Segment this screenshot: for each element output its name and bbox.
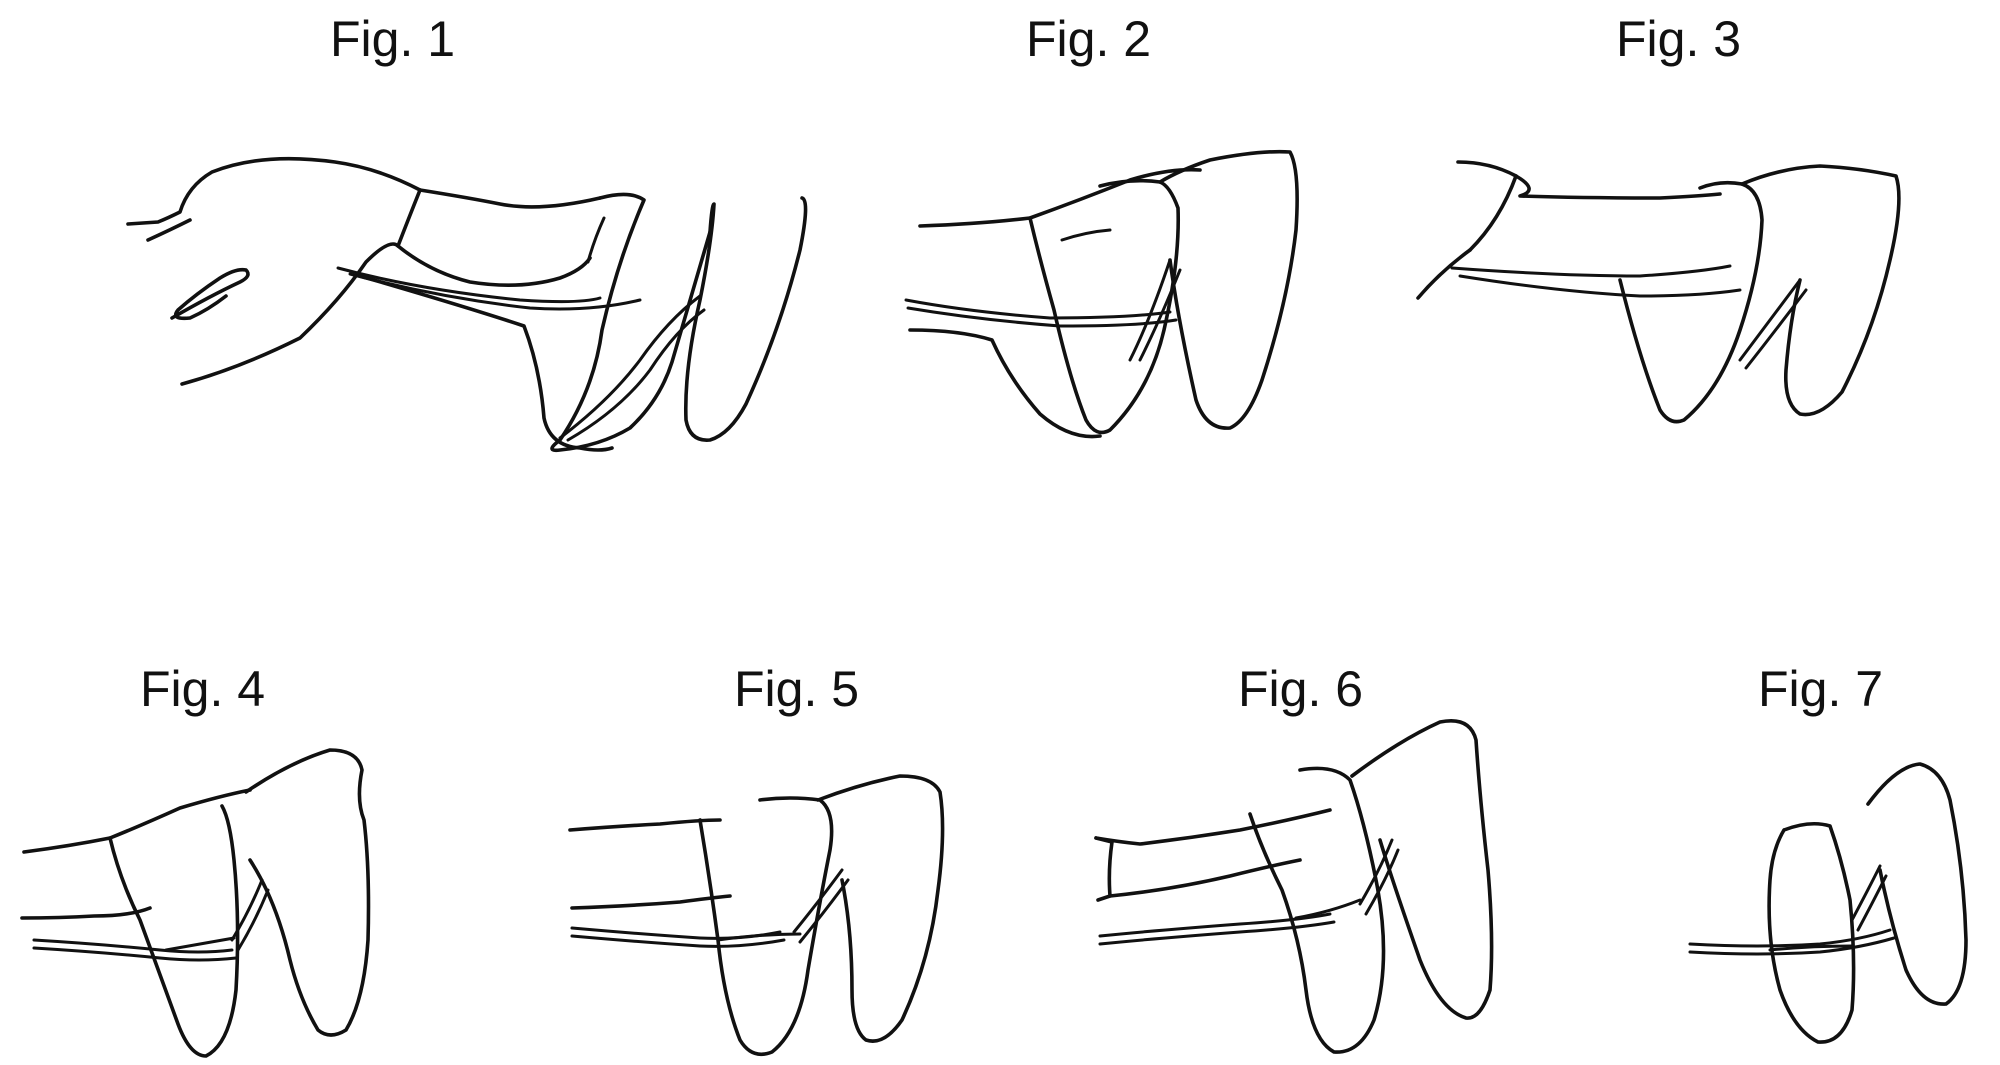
figure-7-tooth-1 [1769, 824, 1853, 1042]
figure-7-wire-1 [1690, 930, 1890, 946]
